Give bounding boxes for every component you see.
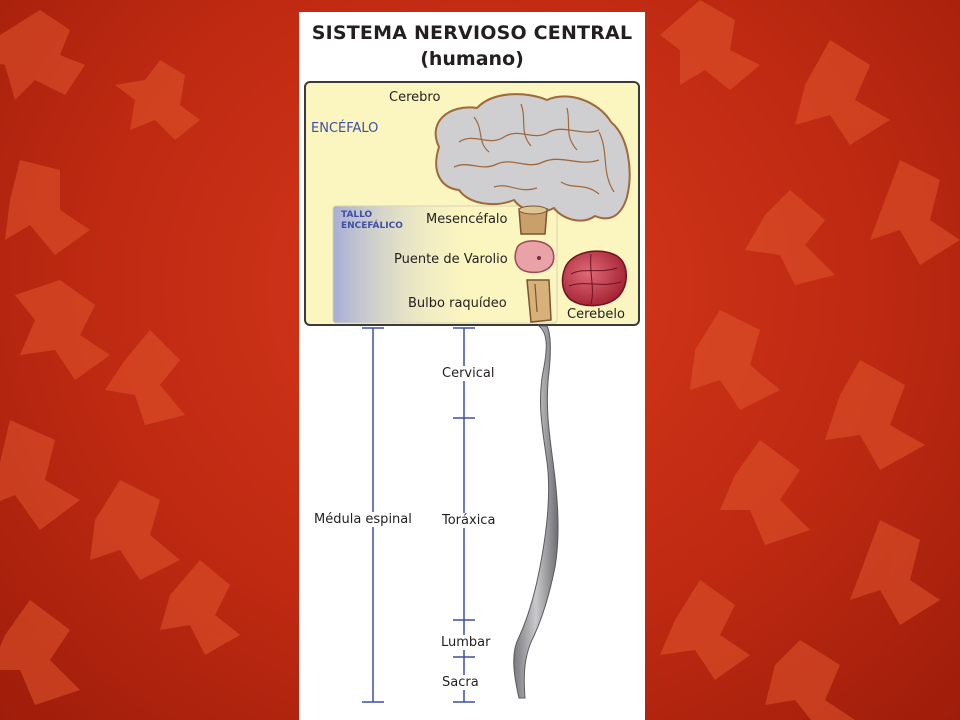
diagram-subtitle: (humano) [420, 48, 524, 70]
leaf-shape [690, 310, 780, 410]
bulbo-label: Bulbo raquídeo [408, 296, 507, 311]
leaf-shape [850, 520, 940, 625]
toraxica-label: Toráxica [440, 513, 498, 528]
mesencefalo-illustration [518, 205, 548, 235]
tallo-label-line2: ENCEFÁLICO [341, 221, 403, 231]
cerebelo-illustration [561, 250, 627, 307]
leaf-shape [660, 0, 760, 90]
leaf-shape [5, 160, 90, 255]
leaf-shape [160, 560, 240, 655]
leaf-shape [105, 330, 185, 425]
leaf-shape [0, 420, 80, 530]
spinal-cord [513, 325, 559, 699]
diagram-graphics [304, 81, 640, 703]
tallo-box [332, 205, 558, 324]
cerebelo-label: Cerebelo [567, 307, 625, 322]
bulbo-illustration [526, 279, 552, 323]
leaf-shape [115, 60, 200, 140]
leaf-shape [0, 10, 85, 100]
cervical-label: Cervical [440, 366, 497, 381]
leaf-shape [765, 640, 855, 720]
puente-label: Puente de Varolio [394, 252, 508, 267]
leaf-shape [15, 280, 110, 380]
leaf-shape [720, 440, 810, 545]
encefalo-label: ENCÉFALO [311, 121, 379, 136]
sacra-label: Sacra [440, 675, 481, 690]
leaf-shape [90, 480, 180, 580]
puente-illustration [514, 240, 555, 274]
cerebro-illustration [434, 93, 631, 222]
leaf-shape [825, 360, 925, 470]
medula-label: Médula espinal [312, 512, 414, 527]
cerebro-label: Cerebro [389, 90, 441, 105]
leaf-shape [660, 580, 750, 680]
diagram-panel: SISTEMA NERVIOSO CENTRAL (humano) [299, 12, 645, 720]
mesencefalo-label: Mesencéfalo [426, 212, 508, 227]
tallo-label-line1: TALLO [341, 210, 373, 220]
leaf-shape [745, 190, 835, 285]
leaf-shape [795, 40, 890, 145]
lumbar-label: Lumbar [439, 635, 493, 650]
diagram-title: SISTEMA NERVIOSO CENTRAL [311, 22, 633, 44]
leaf-shape [0, 600, 80, 705]
leaf-shape [870, 160, 960, 265]
